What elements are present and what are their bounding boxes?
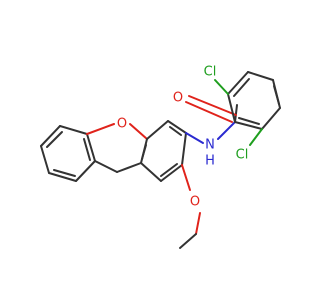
atom-label-o-methoxy: O [190,195,200,210]
atom-label-cl-bottom: Cl [236,148,249,163]
atom-label-h-amide: H [205,154,215,169]
chlorine-bonds [214,79,263,146]
dichlorophenyl-ring [227,71,281,130]
atom-label-o-carbonyl: O [173,91,183,106]
methoxy-group [179,164,201,249]
atom-label-o-ring: O [117,117,127,132]
molecule-structure-diagram: O O O N H Cl Cl [40,65,281,249]
dibenzofuran-right-benzene-ring [140,120,187,182]
atom-label-cl-top: Cl [204,65,217,80]
dibenzofuran-left-benzene-ring [40,125,96,182]
molecule-svg: O O O N H Cl Cl [40,65,281,249]
amide-linkage [185,95,238,144]
atom-label-n-amide: N [205,138,215,153]
